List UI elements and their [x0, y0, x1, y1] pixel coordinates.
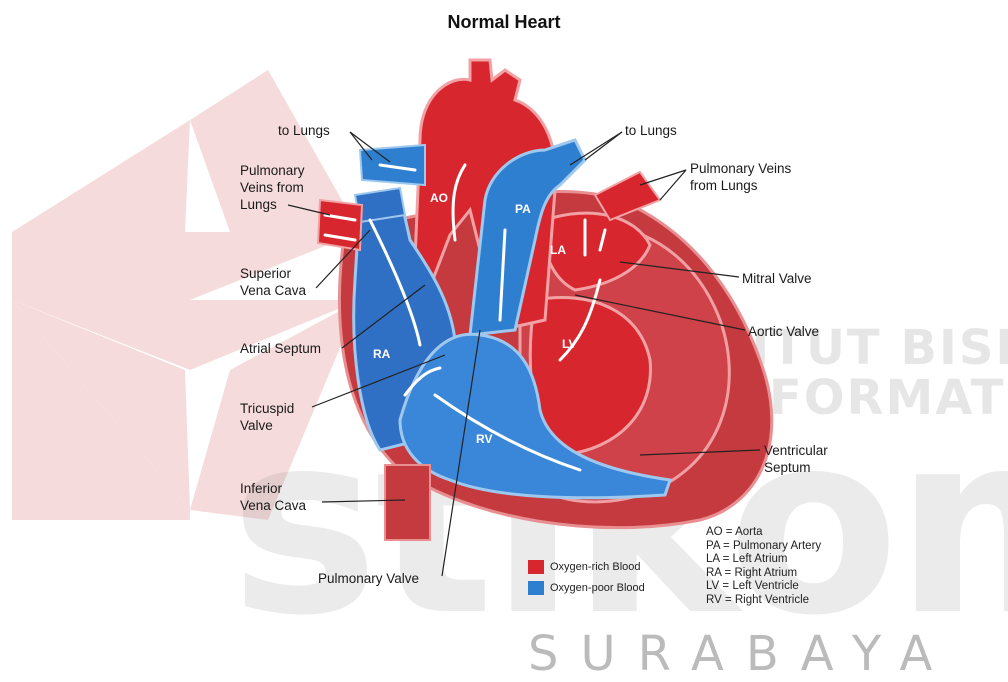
- label-to-lungs-left: to Lungs: [278, 122, 330, 139]
- legend-swatch-oxygen-rich: [528, 560, 544, 574]
- abbreviation-pa: PA = Pulmonary Artery: [706, 540, 821, 554]
- label-aortic-valve: Aortic Valve: [748, 323, 819, 340]
- right-pulmonary-veins: [595, 172, 660, 220]
- chamber-label-rv: RV: [476, 432, 492, 446]
- legend-label-oxygen-poor: Oxygen-poor Blood: [550, 582, 645, 594]
- label-to-lungs-right: to Lungs: [625, 122, 677, 139]
- abbreviation-rv: RV = Right Ventricle: [706, 594, 821, 608]
- legend-item-oxygen-poor: Oxygen-poor Blood: [528, 579, 645, 597]
- left-pulmonary-artery: [360, 145, 425, 185]
- inferior-vena-cava: [385, 465, 430, 540]
- legend-item-oxygen-rich: Oxygen-rich Blood: [528, 558, 645, 576]
- abbreviation-ao: AO = Aorta: [706, 526, 821, 540]
- label-pulmonary-veins-left: Pulmonary Veins from Lungs: [240, 162, 305, 213]
- abbreviation-la: LA = Left Atrium: [706, 553, 821, 567]
- chamber-label-la: LA: [550, 243, 566, 257]
- chamber-label-ra: RA: [373, 347, 391, 361]
- abbreviation-ra: RA = Right Atrium: [706, 567, 821, 581]
- chamber-label-ao: AO: [430, 191, 448, 205]
- chamber-label-lv: LV: [562, 337, 576, 351]
- legend-label-oxygen-rich: Oxygen-rich Blood: [550, 561, 641, 573]
- legend-swatch-oxygen-poor: [528, 581, 544, 595]
- label-ventricular-septum: Ventricular Septum: [764, 442, 828, 476]
- label-superior-vena-cava: Superior Vena Cava: [240, 265, 306, 299]
- diagram-title: Normal Heart: [0, 12, 1008, 33]
- legend: Oxygen-rich Blood Oxygen-poor Blood: [528, 558, 645, 600]
- abbreviation-key: AO = Aorta PA = Pulmonary Artery LA = Le…: [706, 526, 821, 608]
- label-inferior-vena-cava: Inferior Vena Cava: [240, 480, 306, 514]
- label-mitral-valve: Mitral Valve: [742, 270, 812, 287]
- label-tricuspid-valve: Tricuspid Valve: [240, 400, 294, 434]
- chamber-label-pa: PA: [515, 202, 531, 216]
- label-pulmonary-veins-right: Pulmonary Veins from Lungs: [690, 160, 791, 194]
- label-pulmonary-valve: Pulmonary Valve: [318, 570, 419, 587]
- left-pulmonary-veins: [318, 200, 362, 250]
- abbreviation-lv: LV = Left Ventricle: [706, 580, 821, 594]
- label-atrial-septum: Atrial Septum: [240, 340, 321, 357]
